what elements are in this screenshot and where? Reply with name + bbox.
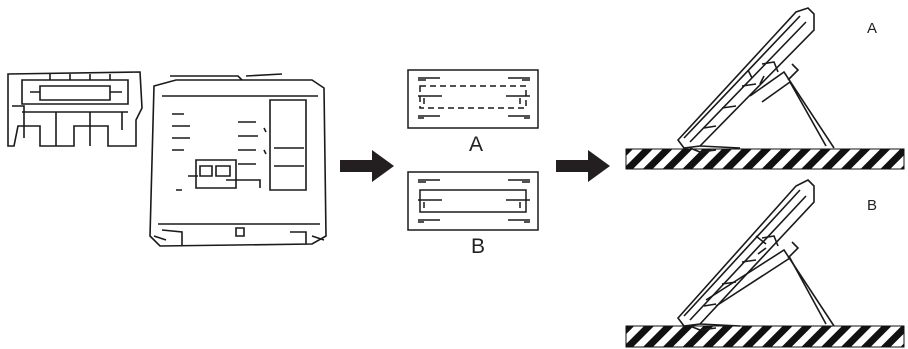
slot-label-a: A — [469, 133, 484, 156]
hatched-surface-icon — [625, 325, 905, 348]
phone-side-view-b — [676, 179, 835, 331]
phone-side-view-a — [676, 7, 835, 153]
wall-slot-a — [407, 69, 539, 129]
right-arrow-icon — [340, 150, 394, 182]
wall-slot-b — [407, 171, 539, 231]
position-label-b: B — [867, 197, 878, 214]
phone-stand-icon — [7, 71, 143, 147]
phone-back-icon — [149, 73, 327, 247]
position-label-a: A — [867, 20, 878, 37]
slot-label-b: B — [471, 235, 486, 258]
right-arrow-icon — [556, 150, 610, 182]
hatched-surface-icon — [625, 148, 905, 170]
